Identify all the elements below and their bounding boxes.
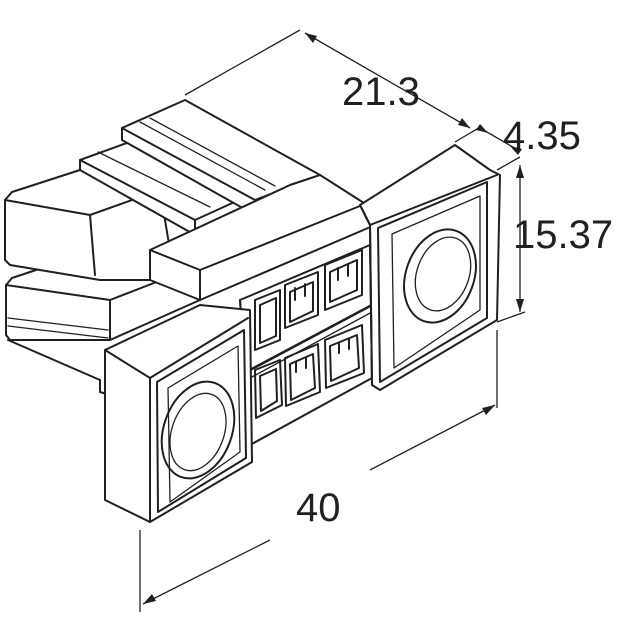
flange-thickness-label: 4.35 bbox=[503, 114, 581, 158]
flange-height-label: 15.37 bbox=[513, 213, 614, 257]
overall-width-label: 40 bbox=[296, 486, 341, 530]
depth-dimension-label: 21.3 bbox=[342, 70, 420, 114]
dimension-lines bbox=[139, 29, 526, 612]
